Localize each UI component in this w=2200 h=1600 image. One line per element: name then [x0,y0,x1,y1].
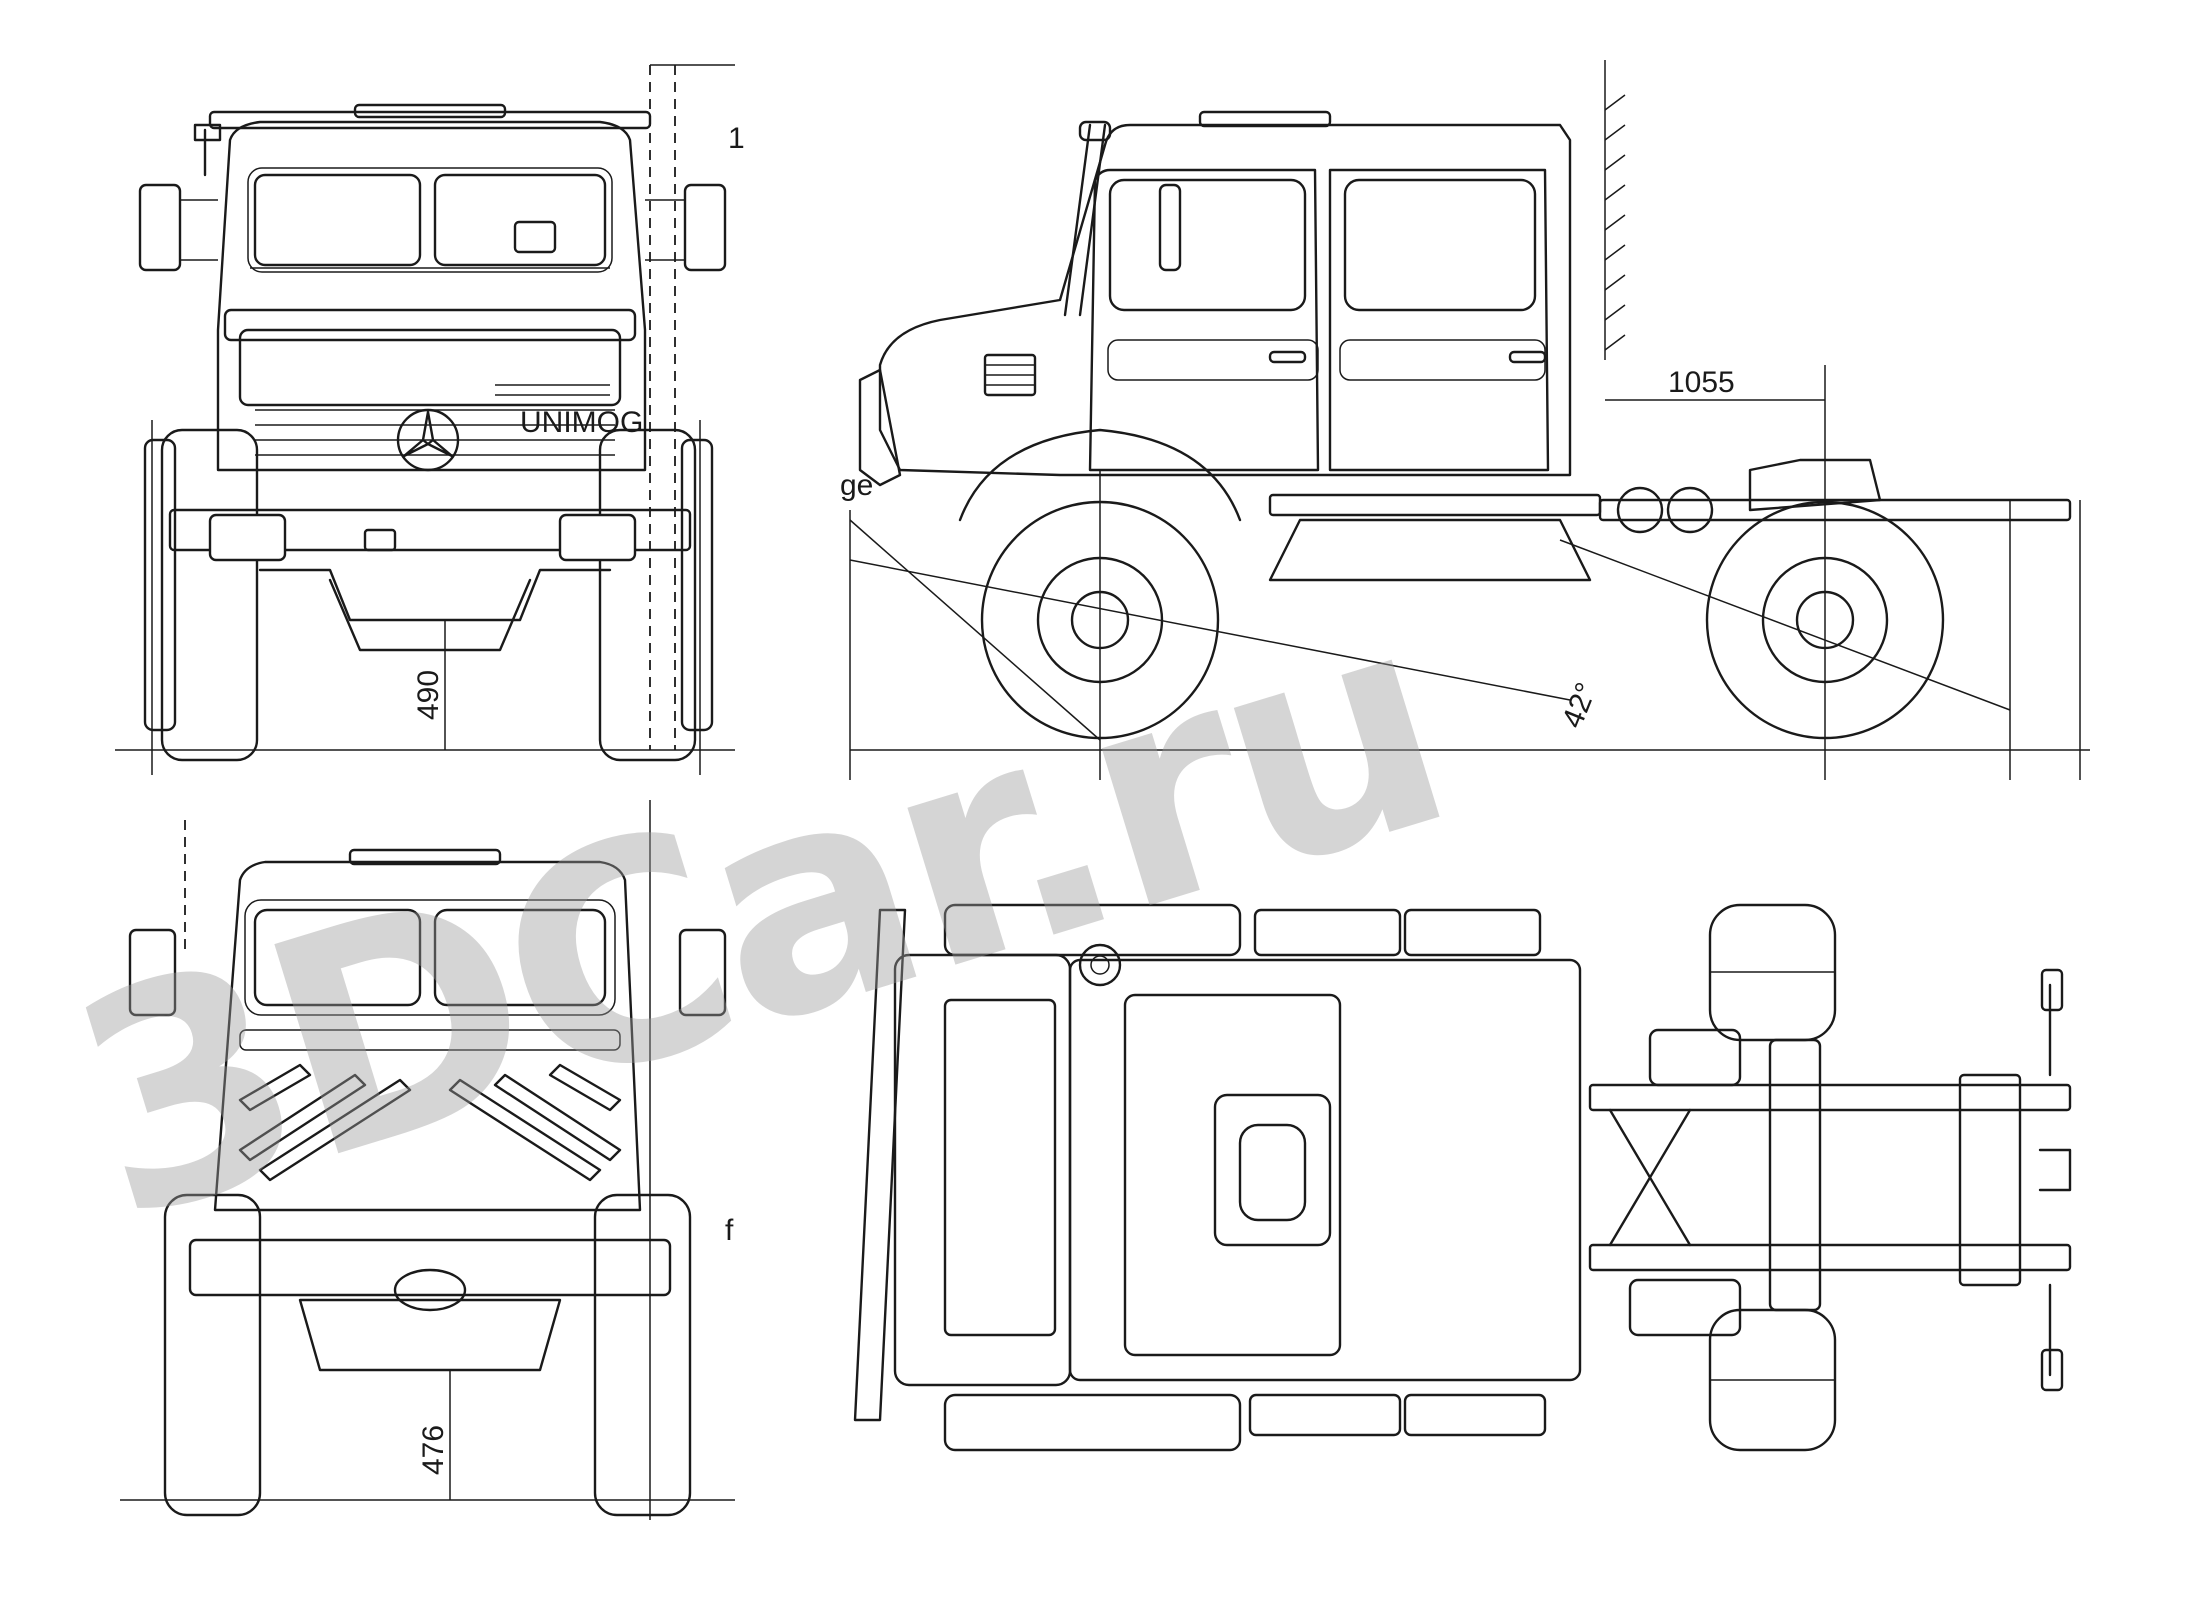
grille-badge: UNIMOG [520,406,643,439]
front-view: UNIMOG 490 1 [115,64,745,775]
rear-right-label: f [725,1214,734,1247]
angle-dim: 42° [1556,678,1604,732]
rear-overhang-dim: 1055 [1668,366,1735,399]
side-left-label: ge [840,469,873,502]
top-view [853,903,2072,1452]
rear-view: 476 f [120,800,735,1520]
front-clearance-dim: 490 [412,670,445,720]
rear-clearance-dim: 476 [417,1425,450,1475]
watermark-text: 3DCar.ru [39,546,1477,1288]
front-top-label: 1 [728,122,745,155]
